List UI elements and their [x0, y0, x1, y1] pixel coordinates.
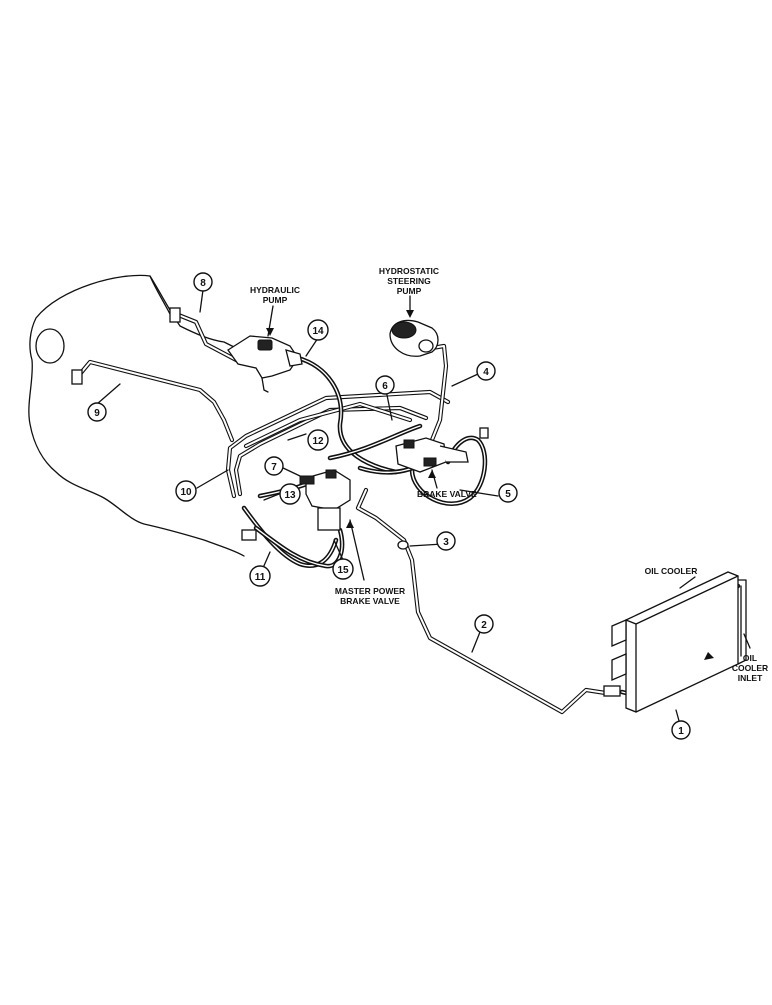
callout-11: 11: [255, 572, 266, 583]
master-power-brake-valve: [299, 469, 351, 531]
oil-cooler-label: OIL COOLER: [645, 566, 698, 576]
callout-3: 3: [443, 537, 449, 548]
callout-8: 8: [200, 278, 206, 289]
oil-cooler-inlet-label-line2: COOLER: [732, 663, 768, 673]
callout-14: 14: [312, 326, 324, 337]
callout-9: 9: [94, 408, 100, 419]
callout-1: 1: [678, 726, 684, 737]
callout-10: 10: [180, 487, 192, 498]
arrow-heads: [266, 310, 714, 660]
callout-2: 2: [481, 620, 487, 631]
steering-pump-label-line1: HYDROSTATIC: [379, 266, 439, 276]
hydrostatic-steering-pump: [389, 319, 439, 357]
oil-cooler-inlet-label-line1: OIL: [743, 653, 757, 663]
steering-pump-label-line3: PUMP: [397, 286, 422, 296]
brake-valve-label: BRAKE VALVE: [417, 489, 477, 499]
oil-cooler-inlet-label-line3: INLET: [738, 673, 763, 683]
hydraulic-pump: [227, 335, 303, 393]
callouts: 1 2 3 4 5 6 7 8 9 10 11 12 13 14 15: [87, 272, 691, 740]
brake-valve: [395, 437, 469, 473]
callout-6: 6: [382, 381, 388, 392]
callout-7: 7: [271, 462, 277, 473]
master-brake-valve-label-line1: MASTER POWER: [335, 586, 405, 596]
engine-block-outline: [28, 274, 245, 557]
component-labels: HYDRAULIC PUMP HYDROSTATIC STEERING PUMP…: [250, 266, 768, 683]
callout-4: 4: [483, 367, 489, 378]
master-brake-valve-label-line2: BRAKE VALVE: [340, 596, 400, 606]
callout-13: 13: [284, 490, 296, 501]
callout-15: 15: [337, 565, 349, 576]
hydraulic-pump-label-line2: PUMP: [263, 295, 288, 305]
rigid-lines: [77, 311, 621, 715]
hydraulic-pump-label-line1: HYDRAULIC: [250, 285, 300, 295]
steering-pump-label-line2: STEERING: [387, 276, 431, 286]
callout-5: 5: [505, 489, 511, 500]
callout-12: 12: [312, 436, 324, 447]
fittings: [71, 307, 489, 541]
oil-cooler: [611, 571, 747, 713]
